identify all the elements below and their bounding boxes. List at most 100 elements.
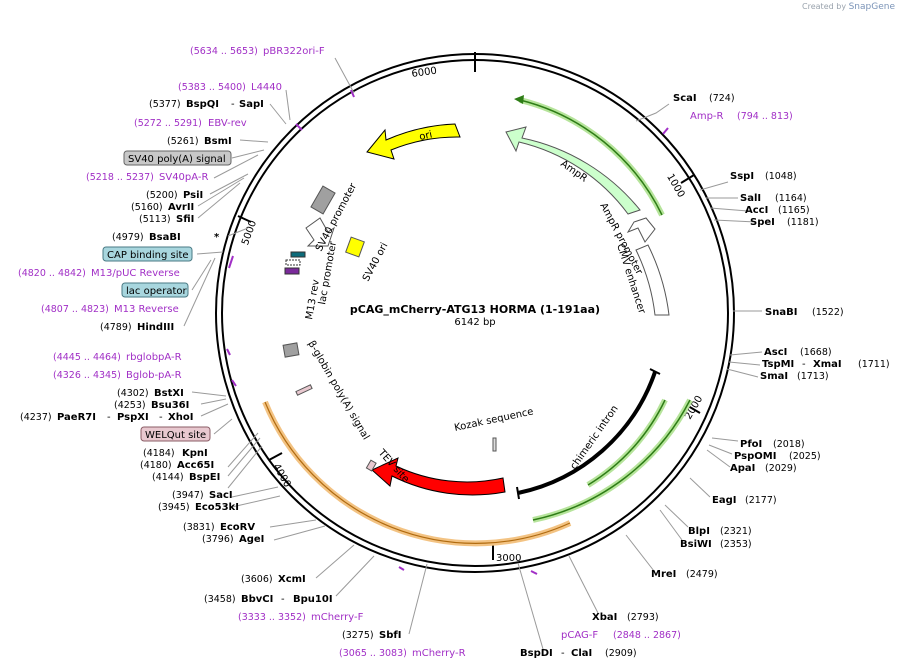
enzyme-XcmI[interactable]: XcmI [278, 574, 306, 585]
ori-feature[interactable] [366, 123, 461, 160]
kozak-feature[interactable] [492, 437, 497, 452]
enzyme-AccI-pos: (1165) [778, 205, 810, 216]
enzyme-Bpu10I[interactable]: Bpu10I [293, 594, 333, 605]
snapgene-credit: Created by SnapGene [802, 2, 895, 12]
primer-M13pUC-pos: (4820 .. 4842) [18, 268, 86, 279]
enzyme-BsmI-pos: (5261) [167, 136, 199, 147]
enzyme-PsiI[interactable]: PsiI [183, 190, 203, 201]
enzyme-SspI[interactable]: SspI [730, 171, 754, 182]
enzyme-SfiI[interactable]: SfiI [176, 214, 194, 225]
sep-tspmi: - [802, 359, 806, 370]
sv40-promoter-feature[interactable] [305, 217, 335, 247]
sv40-ori-feature[interactable] [345, 236, 365, 258]
enzyme-BsmI[interactable]: BsmI [204, 136, 232, 147]
enzyme-BsaBI[interactable]: BsaBI [149, 232, 181, 243]
bglobin-polya-feature[interactable] [282, 342, 300, 358]
enzyme-SbfI[interactable]: SbfI [379, 630, 401, 641]
green-orf-arc-2 [586, 398, 668, 488]
primer-mCherry-R-pos: (3065 .. 3083) [339, 648, 407, 659]
primer-EBV-rev[interactable]: EBV-rev [208, 118, 247, 129]
primer-SV40pA-R[interactable]: SV40pA-R [159, 172, 208, 183]
primer-rbglobpA-R[interactable]: rbglobpA-R [126, 352, 182, 363]
enzyme-BsiWI[interactable]: BsiWI [680, 539, 712, 550]
enzyme-KpnI[interactable]: KpnI [182, 448, 208, 459]
ampr-feature[interactable] [505, 126, 641, 215]
enzyme-SfiI-pos: (5113) [139, 214, 171, 225]
cmv-enhancer-feature[interactable] [635, 244, 670, 316]
enzyme-BlpI[interactable]: BlpI [688, 526, 710, 537]
primer-M13pUC[interactable]: M13/pUC Reverse [91, 268, 180, 279]
enzyme-HindIII[interactable]: HindIII [137, 322, 174, 333]
primer-pCAG-F[interactable]: pCAG-F [561, 630, 598, 641]
primer-mCherry-R[interactable]: mCherry-R [412, 648, 466, 659]
enzyme-PsiI-pos: (5200) [146, 190, 178, 201]
enzyme-BsaBI-star: * [214, 232, 220, 243]
enzyme-KpnI-pos: (4184) [143, 448, 175, 459]
enzyme-PspOMI[interactable]: PspOMI [734, 451, 776, 462]
enzyme-SspI-pos: (1048) [765, 171, 797, 182]
enzyme-SpeI[interactable]: SpeI [750, 217, 775, 228]
enzyme-EagI[interactable]: EagI [712, 495, 736, 506]
enzyme-XmaI-pos: (1711) [858, 359, 890, 370]
enzyme-BbvCI[interactable]: BbvCI [241, 594, 273, 605]
enzyme-Bsu36I-pos: (4253) [114, 400, 146, 411]
enzyme-Eco53kI[interactable]: Eco53kI [195, 502, 239, 513]
enzyme-PspXI[interactable]: PspXI [117, 412, 149, 423]
enzyme-AvrII[interactable]: AvrII [168, 202, 194, 213]
enzyme-MreI[interactable]: MreI [651, 569, 676, 580]
enzyme-BstXI[interactable]: BstXI [154, 388, 184, 399]
sep-pspxi: - [159, 412, 163, 423]
lac-operator-badge[interactable] [121, 282, 189, 298]
enzyme-EcoRV[interactable]: EcoRV [220, 522, 255, 533]
enzyme-Bsu36I[interactable]: Bsu36I [151, 400, 189, 411]
enzyme-BspQI[interactable]: BspQI [186, 99, 219, 110]
enzyme-XhoI[interactable]: XhoI [168, 412, 193, 423]
primer-Bglob-pA-R[interactable]: Bglob-pA-R [126, 370, 182, 381]
primer-EBV-rev-pos: (5272 .. 5291) [134, 118, 202, 129]
enzyme-SalI[interactable]: SalI [740, 193, 761, 204]
enzyme-PaeR7I[interactable]: PaeR7I [57, 412, 96, 423]
enzyme-AscI[interactable]: AscI [764, 347, 787, 358]
tev-site-feature[interactable] [365, 459, 377, 472]
enzyme-XmaI[interactable]: XmaI [813, 359, 842, 370]
mcherry-feature[interactable] [371, 457, 506, 496]
sv40-ori-label: SV40 ori [361, 241, 390, 283]
primer-Amp-R[interactable]: Amp-R [690, 111, 724, 122]
enzyme-ScaI-pos: (724) [709, 93, 735, 104]
primer-M13-Reverse[interactable]: M13 Reverse [114, 304, 179, 315]
enzyme-BspEI-pos: (4144) [152, 472, 184, 483]
enzyme-XbaI-pos: (2793) [627, 612, 659, 623]
primer-L4440[interactable]: L4440 [251, 82, 282, 93]
enzyme-TspMI[interactable]: TspMI [762, 359, 794, 370]
welqut-badge[interactable] [140, 426, 211, 442]
primer-mCherry-F[interactable]: mCherry-F [311, 612, 364, 623]
primer-pBR322ori-F[interactable]: pBR322ori-F [263, 46, 325, 57]
ampr-promoter-feature[interactable] [626, 217, 656, 243]
enzyme-AgeI[interactable]: AgeI [239, 534, 264, 545]
enzyme-SnaBI[interactable]: SnaBI [765, 307, 797, 318]
enzyme-SapI[interactable]: SapI [239, 99, 264, 110]
enzyme-ScaI[interactable]: ScaI [673, 93, 697, 104]
lac-operator-box [290, 251, 306, 258]
enzyme-ApaI[interactable]: ApaI [730, 463, 755, 474]
primer-SV40pA-R-pos: (5218 .. 5237) [86, 172, 154, 183]
enzyme-ClaI[interactable]: ClaI [571, 648, 592, 659]
enzyme-XbaI[interactable]: XbaI [592, 612, 617, 623]
sv40-polya-badge[interactable] [123, 150, 232, 166]
enzyme-SacI[interactable]: SacI [209, 490, 233, 501]
sv40-polya-box [310, 185, 336, 215]
snapgene-logo: SnapGene [848, 2, 895, 12]
chimeric-intron-feature[interactable] [517, 371, 657, 495]
enzyme-AccI[interactable]: AccI [745, 205, 768, 216]
enzyme-SmaI[interactable]: SmaI [760, 371, 788, 382]
enzyme-PfoI[interactable]: PfoI [740, 439, 762, 450]
enzyme-Acc65I[interactable]: Acc65I [177, 460, 214, 471]
cap-binding-badge[interactable] [102, 246, 193, 262]
kozak-label: Kozak sequence [453, 406, 534, 434]
bglobin-small [295, 384, 313, 396]
enzyme-BsaBI-pos: (4979) [112, 232, 144, 243]
enzyme-BspEI[interactable]: BspEI [189, 472, 220, 483]
enzyme-BspDI[interactable]: BspDI [520, 648, 553, 659]
enzyme-BsiWI-pos: (2353) [720, 539, 752, 550]
enzyme-PfoI-pos: (2018) [773, 439, 805, 450]
